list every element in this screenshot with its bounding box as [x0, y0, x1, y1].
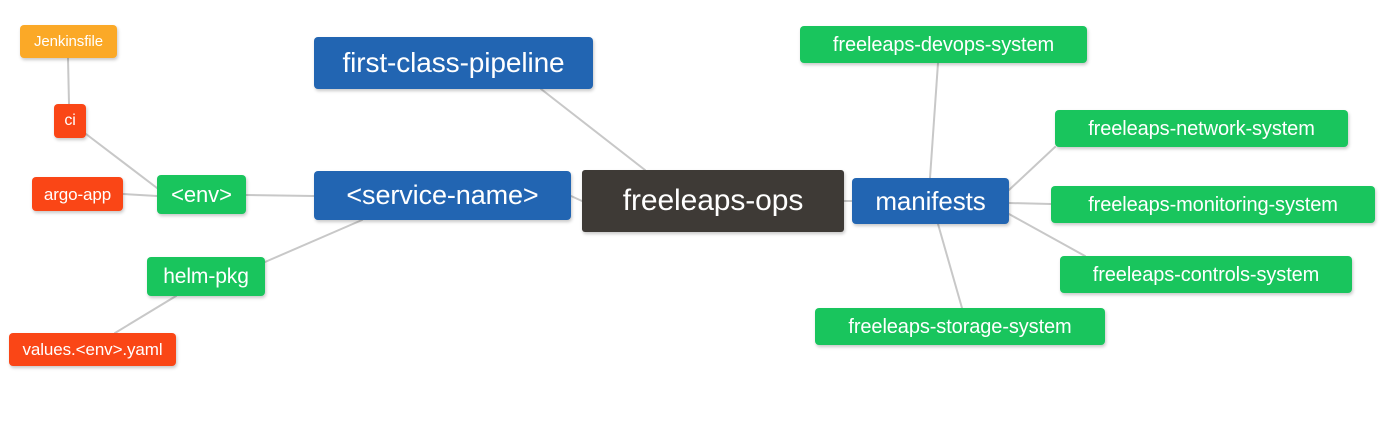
node-label-freeleaps-storage-system: freeleaps-storage-system: [848, 315, 1072, 338]
node-freeleaps-network-system[interactable]: freeleaps-network-system: [1055, 110, 1348, 147]
edge-freeleaps-ops-to-service-name: [570, 195, 583, 202]
node-label-first-class-pipeline: first-class-pipeline: [342, 47, 565, 78]
node-label-freeleaps-ops: freeleaps-ops: [622, 184, 804, 217]
edge-freeleaps-ops-to-first-class-pipeline: [540, 88, 646, 171]
node-label-env: <env>: [171, 181, 232, 207]
node-values-env-yaml[interactable]: values.<env>.yaml: [9, 333, 176, 366]
node-label-ci: ci: [64, 112, 76, 129]
node-env[interactable]: <env>: [157, 175, 246, 214]
edge-service-name-to-env: [245, 194, 315, 197]
node-argo-app[interactable]: argo-app: [32, 177, 123, 211]
node-helm-pkg[interactable]: helm-pkg: [147, 257, 265, 296]
node-label-freeleaps-monitoring-system: freeleaps-monitoring-system: [1088, 193, 1338, 216]
edge-manifests-to-freeleaps-monitoring-system: [1008, 202, 1052, 205]
edge-service-name-to-helm-pkg: [264, 219, 363, 263]
node-manifests[interactable]: manifests: [852, 178, 1009, 224]
edge-manifests-to-freeleaps-devops-system: [929, 62, 939, 179]
node-freeleaps-monitoring-system[interactable]: freeleaps-monitoring-system: [1051, 186, 1375, 223]
node-first-class-pipeline[interactable]: first-class-pipeline: [314, 37, 593, 89]
node-service-name[interactable]: <service-name>: [314, 171, 571, 220]
node-label-freeleaps-devops-system: freeleaps-devops-system: [832, 33, 1055, 56]
node-label-manifests: manifests: [875, 186, 986, 216]
edge-ci-to-jenkinsfile: [67, 57, 70, 105]
node-ci[interactable]: ci: [54, 104, 86, 138]
node-label-argo-app: argo-app: [43, 184, 112, 204]
edge-manifests-to-freeleaps-storage-system: [937, 223, 963, 309]
node-freeleaps-devops-system[interactable]: freeleaps-devops-system: [800, 26, 1087, 63]
node-label-helm-pkg: helm-pkg: [163, 265, 249, 288]
edge-manifests-to-freeleaps-network-system: [1008, 146, 1056, 191]
node-label-jenkinsfile: Jenkinsfile: [34, 33, 103, 50]
node-freeleaps-controls-system[interactable]: freeleaps-controls-system: [1060, 256, 1352, 293]
node-label-freeleaps-network-system: freeleaps-network-system: [1088, 117, 1315, 140]
node-freeleaps-ops[interactable]: freeleaps-ops: [582, 170, 844, 232]
node-label-freeleaps-controls-system: freeleaps-controls-system: [1092, 263, 1320, 286]
node-freeleaps-storage-system[interactable]: freeleaps-storage-system: [815, 308, 1105, 345]
edge-helm-pkg-to-values-env-yaml: [114, 295, 177, 334]
node-label-service-name: <service-name>: [346, 180, 539, 210]
edge-env-to-argo-app: [122, 193, 158, 197]
node-jenkinsfile[interactable]: Jenkinsfile: [20, 25, 117, 58]
node-label-values-env-yaml: values.<env>.yaml: [22, 340, 163, 359]
